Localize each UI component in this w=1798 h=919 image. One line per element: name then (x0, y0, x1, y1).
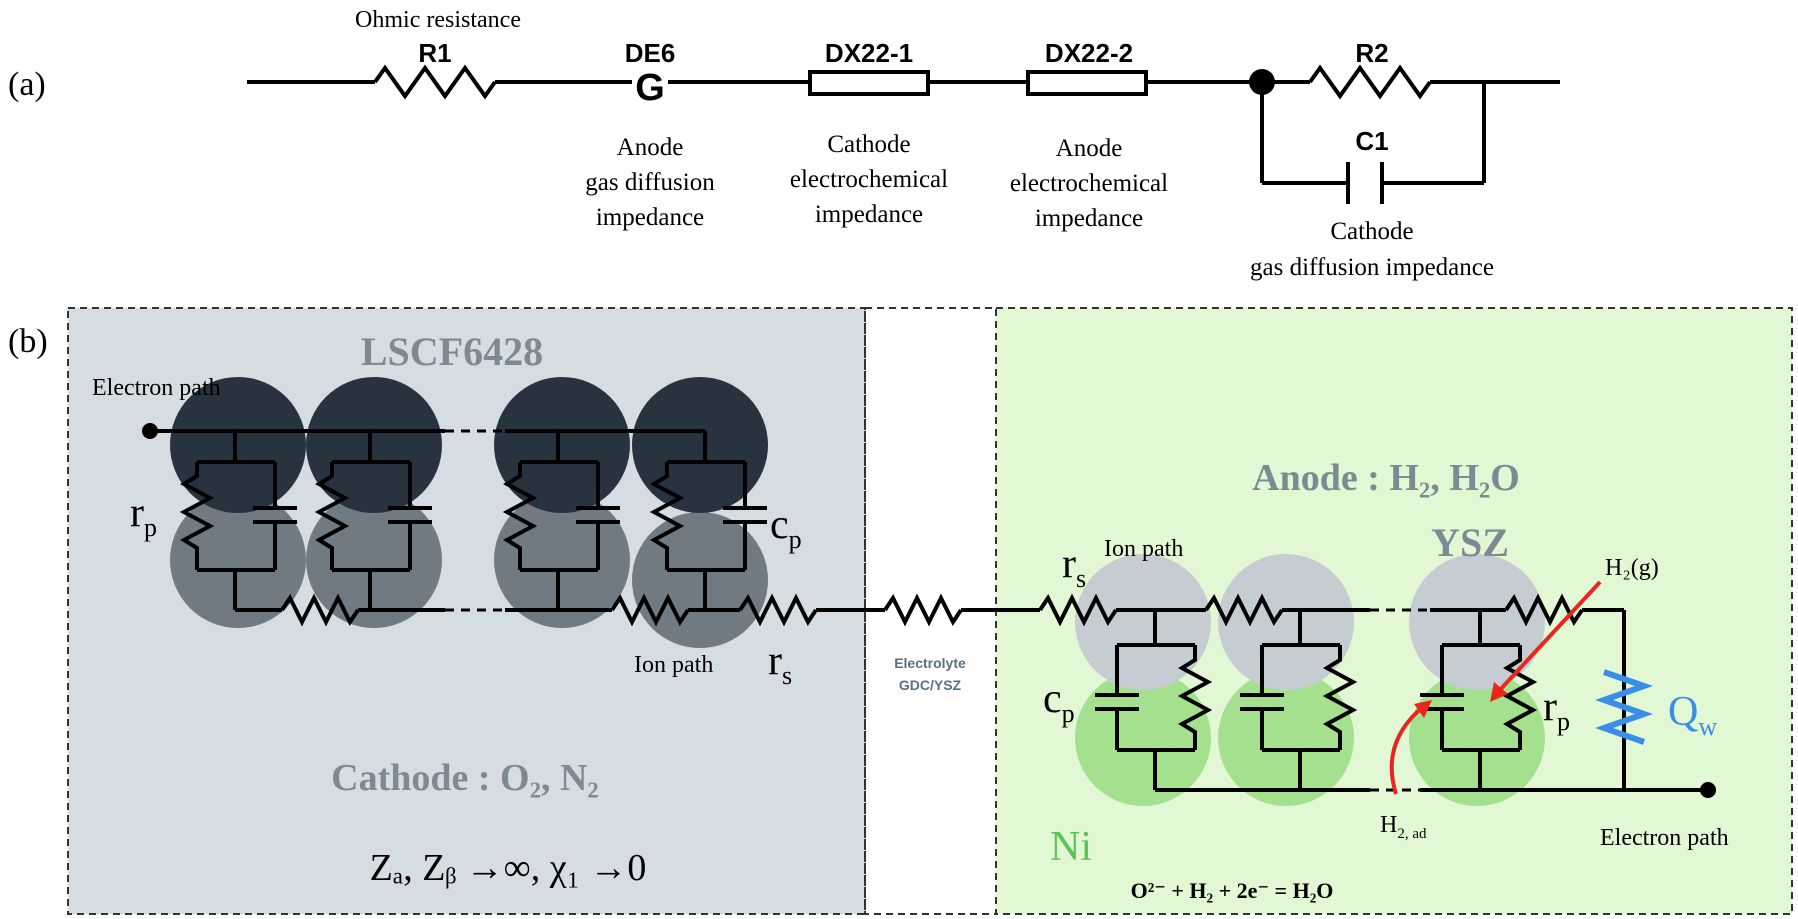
dx22-2-caption-2: electrochemical (1010, 170, 1168, 197)
ysz-particle (1075, 554, 1211, 690)
r1-caption: Ohmic resistance (355, 7, 521, 33)
rs-label: rs (768, 638, 792, 690)
anode-particles (1075, 554, 1545, 806)
resistor-rp (1177, 645, 1213, 750)
dx22-2-label: DX22-2 (1045, 38, 1133, 68)
qw-label: Qw (1668, 689, 1717, 741)
junction-node (1249, 69, 1275, 95)
resistor-r2 (1308, 64, 1432, 100)
de6-caption-1: Anode (617, 134, 684, 161)
resistor-rs (1504, 593, 1584, 627)
anode-electron-path-label: Electron path (1600, 825, 1729, 851)
dx22-2-caption-1: Anode (1056, 135, 1123, 162)
h2-adsorbed-label: H2, ad (1380, 812, 1427, 842)
cathode-border (67, 307, 866, 915)
anode-rs-label: rs (1062, 541, 1086, 593)
dx22-2-caption-3: impedance (1035, 205, 1143, 232)
cathode-material-label: LSCF6428 (361, 329, 543, 374)
panel-b-label: (b) (8, 323, 48, 360)
ysz-particle (1218, 554, 1354, 690)
dark-particle (632, 377, 768, 513)
resistor-rp (1322, 645, 1358, 750)
resistor-rp (502, 462, 538, 570)
dark-particle (306, 377, 442, 513)
cathode-formula: Zₐ, Zᵦ →∞, χ₁ →0 (370, 847, 647, 889)
cathode-title: Cathode : O₂, N₂ (331, 757, 599, 799)
qw-element (1594, 669, 1654, 745)
de6-label: DE6 (625, 38, 676, 68)
electrolyte-label-1: Electrolyte (894, 655, 966, 671)
resistor-rs (738, 593, 818, 627)
dark-particle (170, 377, 306, 513)
ni-particle (1075, 670, 1211, 806)
c1-caption-2: gas diffusion impedance (1250, 254, 1494, 281)
resistor-rp (314, 462, 350, 570)
dx22-1-caption-3: impedance (815, 201, 923, 228)
r2-label: R2 (1355, 38, 1388, 68)
cathode-ion-path-label: Ion path (634, 652, 713, 678)
arrowhead (1414, 700, 1432, 718)
ni-particle (1218, 670, 1354, 806)
resistor-rp (649, 462, 685, 570)
h2-gas-arrow (1496, 580, 1602, 694)
c1-caption-1: Cathode (1330, 218, 1413, 245)
panel-a (247, 64, 1560, 204)
electrolyte-label-2: GDC/YSZ (899, 677, 962, 693)
element-dx22-2 (1026, 70, 1148, 96)
anode-circuit (1095, 593, 1708, 792)
resistor-rs (610, 593, 690, 627)
dx22-1-label: DX22-1 (825, 38, 913, 68)
cathode-circuit (150, 429, 1118, 627)
cathode-electron-path-label: Electron path (92, 375, 221, 401)
anode-title: Anode : H₂, H₂O (1252, 457, 1520, 499)
arrowhead (1490, 682, 1508, 702)
element-dx22-1 (808, 70, 930, 96)
resistor-rp (1502, 645, 1538, 750)
anode-cp-label: cp (1043, 676, 1075, 728)
r1-label: R1 (418, 38, 451, 68)
dx22-1-caption-1: Cathode (827, 131, 910, 158)
dark-particle (494, 377, 630, 513)
de6-symbol: G (635, 67, 665, 109)
resistor-r1 (373, 64, 497, 100)
de6-caption-3: impedance (596, 204, 704, 231)
panel-a-captions: Anode gas diffusion impedance Cathode el… (585, 131, 1494, 281)
resistor-rs (1204, 593, 1284, 627)
anode-terminal (1700, 782, 1716, 798)
resistor-rs (280, 593, 360, 627)
h2-adsorbed-arrow (1389, 704, 1426, 795)
rp-label: rp (130, 490, 157, 542)
anode-ion-path-label: Ion path (1104, 536, 1183, 562)
grey-particle (170, 492, 306, 628)
dx22-1-caption-2: electrochemical (790, 166, 948, 193)
resistor-rp (179, 462, 215, 570)
anode-rp-label: rp (1543, 684, 1570, 736)
cp-label: cp (770, 502, 802, 554)
reaction-equation: O²⁻ + H₂ + 2e⁻ = H₂O (1131, 878, 1334, 903)
h2-gas-label: H₂(g) (1605, 555, 1659, 581)
panel-a-label: (a) (8, 66, 46, 103)
c1-label: C1 (1355, 126, 1388, 156)
ni-particle (1409, 670, 1545, 806)
de6-caption-2: gas diffusion (585, 169, 715, 196)
ysz-label: YSZ (1431, 520, 1509, 565)
cathode-terminal (142, 423, 158, 439)
resistor-electrolyte (883, 593, 963, 627)
ni-label: Ni (1050, 824, 1092, 870)
grey-particle (632, 512, 768, 648)
resistor-rs (1038, 593, 1118, 627)
